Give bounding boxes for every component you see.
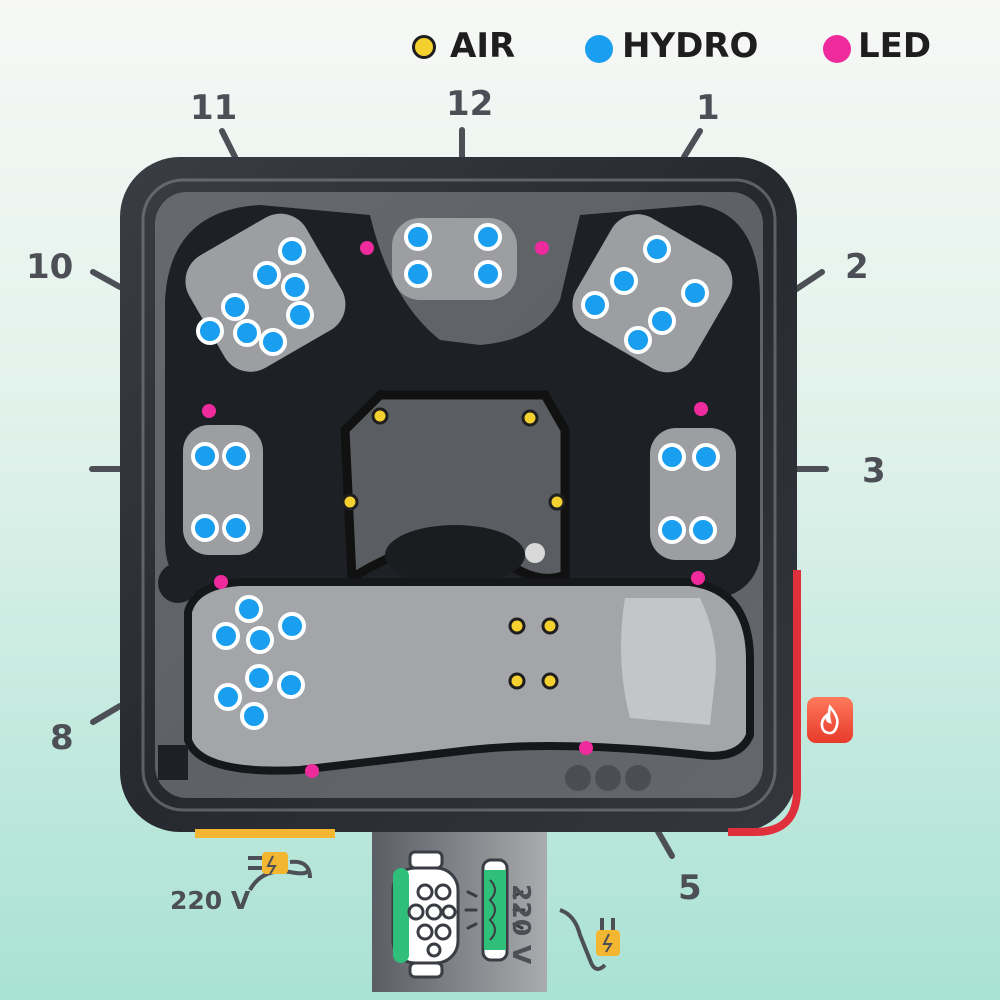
hydro-jet [474, 260, 502, 288]
seat-top-right [572, 214, 733, 373]
position-label-10: 10 [26, 247, 74, 287]
hydro-jet [404, 260, 432, 288]
heater-strip [728, 570, 801, 836]
led-light [691, 571, 705, 585]
hydro-jet [648, 307, 676, 335]
hydro-jet [610, 267, 638, 295]
led-legend-label: LED [858, 26, 932, 66]
led-light [579, 741, 593, 755]
position-label-5: 5 [678, 868, 702, 908]
hydro-jet [222, 442, 250, 470]
hydro-jet [246, 626, 274, 654]
hydro-jet [692, 443, 720, 471]
air-jet [541, 672, 559, 690]
air-jet [541, 617, 559, 635]
hydro-jet [624, 326, 652, 354]
right-voltage-label: 220 V [507, 884, 536, 965]
hydro-jet [658, 516, 686, 544]
power-plug-icon [248, 852, 288, 875]
led-lights [202, 241, 708, 778]
position-label-8: 8 [50, 718, 74, 758]
hydro-jets [191, 223, 720, 730]
hydro-jet [259, 328, 287, 356]
hydro-jet [689, 516, 717, 544]
led-light [214, 575, 228, 589]
heater-badge [807, 697, 853, 743]
led-light [535, 241, 549, 255]
hydro-jet [681, 279, 709, 307]
air-jet [521, 409, 539, 427]
left-power-strip [195, 829, 335, 838]
power-plug-icon [559, 908, 620, 971]
air-jet [508, 617, 526, 635]
hydro-legend-dot [585, 35, 613, 63]
led-light [202, 404, 216, 418]
power-plug-icon [248, 859, 312, 892]
led-legend-dot [823, 35, 851, 63]
hydro-jet [191, 514, 219, 542]
position-label-12: 12 [446, 84, 494, 124]
air-jets [341, 407, 566, 690]
hydro-jet [245, 664, 273, 692]
hydro-jet [404, 223, 432, 251]
left-voltage-label: 220 V [170, 886, 251, 915]
position-label-3: 3 [862, 451, 886, 491]
uv-lamp-icon [464, 858, 526, 962]
position-ticks [89, 127, 829, 859]
filter-cartridge-icon [391, 850, 460, 979]
air-legend-dot [412, 35, 436, 59]
hydro-jet [278, 612, 306, 640]
air-jet [341, 493, 359, 511]
hydro-jet [658, 443, 686, 471]
position-label-1: 1 [696, 88, 720, 128]
led-light [694, 402, 708, 416]
hydro-jet [221, 293, 249, 321]
position-label-11: 11 [190, 88, 238, 128]
lounger-headrest [621, 598, 716, 725]
hydro-jet [474, 223, 502, 251]
lounger-seat [184, 578, 754, 775]
position-label-2: 2 [845, 247, 869, 287]
hydro-jet [240, 702, 268, 730]
air-jet [371, 407, 389, 425]
hydro-jet [581, 291, 609, 319]
hydro-jet [281, 273, 309, 301]
hydro-jet [212, 622, 240, 650]
hydro-jet [222, 514, 250, 542]
hydro-jet [253, 261, 281, 289]
hydro-legend-label: HYDRO [622, 26, 759, 66]
flame-icon [820, 704, 839, 735]
air-jet [548, 493, 566, 511]
hydro-jet [214, 683, 242, 711]
hydro-jet [277, 671, 305, 699]
hydro-jet [278, 237, 306, 265]
air-jet [508, 672, 526, 690]
led-light [360, 241, 374, 255]
hydro-jet [196, 317, 224, 345]
hydro-jet [233, 319, 261, 347]
hydro-jet [235, 595, 263, 623]
hydro-jet [643, 235, 671, 263]
hydro-jet [286, 301, 314, 329]
air-legend-label: AIR [450, 26, 516, 66]
hydro-jet [191, 442, 219, 470]
led-light [305, 764, 319, 778]
